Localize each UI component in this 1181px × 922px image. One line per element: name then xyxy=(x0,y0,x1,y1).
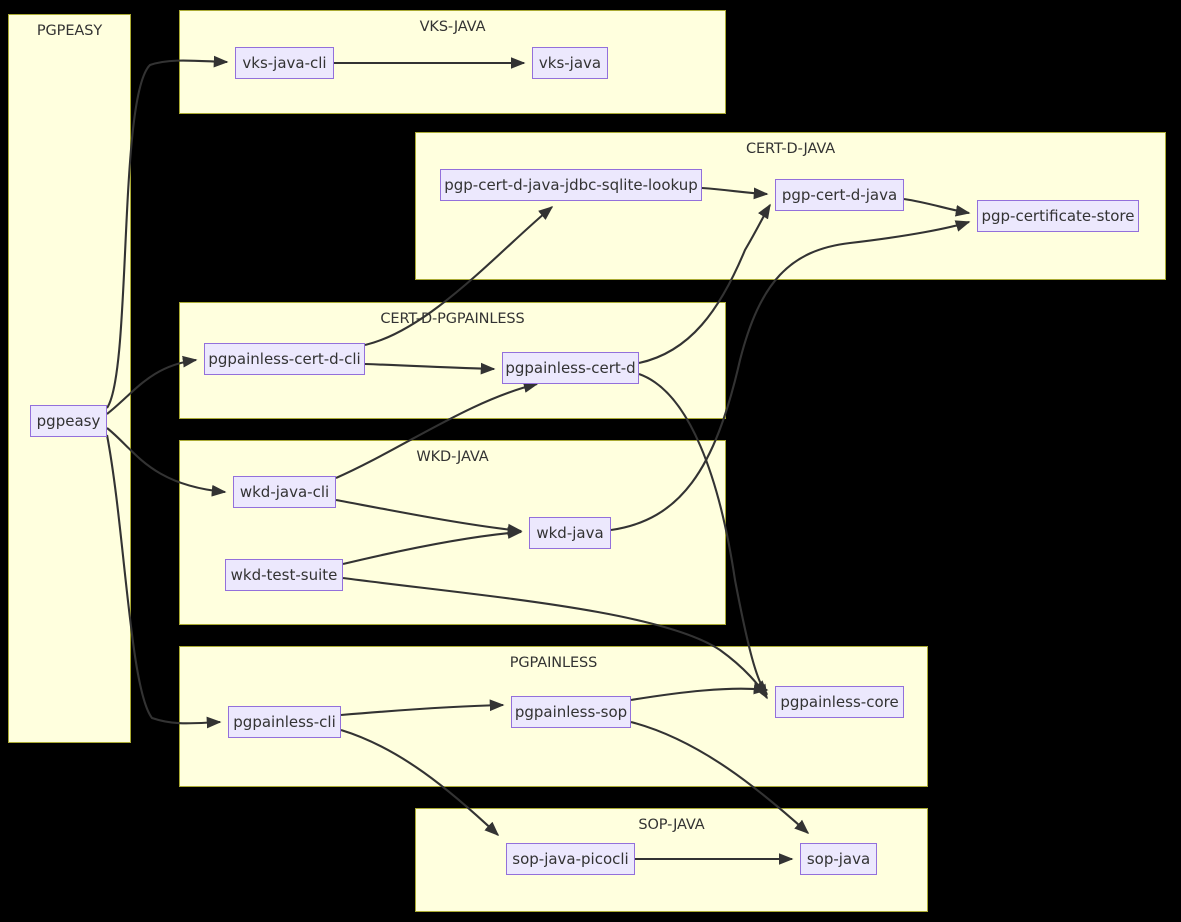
node-label: wkd-java-cli xyxy=(239,483,330,501)
node-label: pgpainless-cert-d-cli xyxy=(208,350,361,368)
node-sop-java-picocli[interactable]: sop-java-picocli xyxy=(506,843,635,875)
node-pgpainless-sop[interactable]: pgpainless-sop xyxy=(511,696,631,728)
node-pgpainless-core[interactable]: pgpainless-core xyxy=(775,686,904,718)
node-pgpainless-cli[interactable]: pgpainless-cli xyxy=(228,706,341,738)
node-wkd-test-suite[interactable]: wkd-test-suite xyxy=(225,559,343,591)
cluster-wkd-java: WKD-JAVA xyxy=(179,440,726,625)
node-label: pgpainless-sop xyxy=(514,703,628,721)
node-pgp-cert-d-java[interactable]: pgp-cert-d-java xyxy=(775,179,904,211)
node-label: pgpainless-cert-d xyxy=(505,359,636,377)
node-label: vks-java-cli xyxy=(242,54,327,72)
cluster-label-cert-d-pgpainless: CERT-D-PGPAINLESS xyxy=(380,311,525,327)
cluster-label-vks-java: VKS-JAVA xyxy=(419,19,486,35)
node-label: pgp-cert-d-java-jdbc-sqlite-lookup xyxy=(444,176,698,194)
node-vks-java-cli[interactable]: vks-java-cli xyxy=(235,47,334,79)
node-pgpainless-cert-d[interactable]: pgpainless-cert-d xyxy=(502,352,639,384)
cluster-label-pgpainless: PGPAINLESS xyxy=(509,655,598,671)
node-label: wkd-java xyxy=(536,524,604,542)
node-pgpainless-cert-d-cli[interactable]: pgpainless-cert-d-cli xyxy=(204,343,365,375)
node-label: pgp-certificate-store xyxy=(981,207,1135,225)
cluster-label-sop-java: SOP-JAVA xyxy=(638,817,705,833)
cluster-label-cert-d-java: CERT-D-JAVA xyxy=(745,141,836,157)
cluster-label-pgpeasy: PGPEASY xyxy=(36,23,103,39)
node-pgpeasy[interactable]: pgpeasy xyxy=(30,405,107,437)
cluster-label-wkd-java: WKD-JAVA xyxy=(416,449,489,465)
node-pgp-cert-d-java-jdbc-sqlite-lookup[interactable]: pgp-cert-d-java-jdbc-sqlite-lookup xyxy=(440,169,702,201)
node-wkd-java[interactable]: wkd-java xyxy=(529,517,611,549)
node-label: vks-java xyxy=(538,54,602,72)
node-label: sop-java-picocli xyxy=(512,850,629,868)
node-label: pgpainless-core xyxy=(780,693,899,711)
node-sop-java[interactable]: sop-java xyxy=(800,843,877,875)
node-label: wkd-test-suite xyxy=(230,566,338,584)
node-label: pgp-cert-d-java xyxy=(781,186,898,204)
node-vks-java[interactable]: vks-java xyxy=(532,47,608,79)
node-label: sop-java xyxy=(806,850,871,868)
node-label: pgpainless-cli xyxy=(233,713,336,731)
node-wkd-java-cli[interactable]: wkd-java-cli xyxy=(233,476,336,508)
node-label: pgpeasy xyxy=(36,412,101,430)
node-pgp-certificate-store[interactable]: pgp-certificate-store xyxy=(977,200,1139,232)
cluster-pgpeasy: PGPEASY xyxy=(8,14,131,743)
